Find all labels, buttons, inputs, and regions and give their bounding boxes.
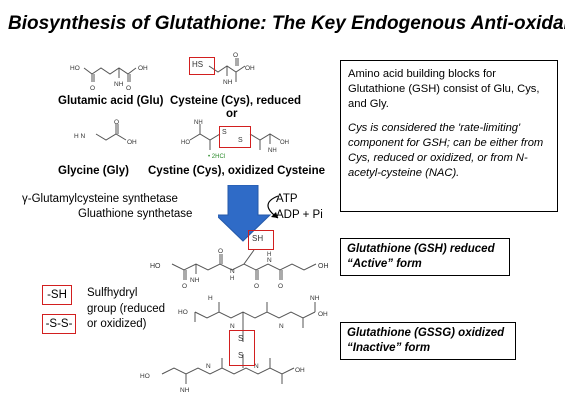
- cysteine-label: Cysteine (Cys), reduced: [170, 95, 302, 107]
- svg-text:O: O: [90, 85, 95, 92]
- svg-text:NH: NH: [114, 81, 124, 88]
- svg-text:OH: OH: [127, 139, 137, 146]
- svg-text:N: N: [254, 363, 259, 370]
- svg-text:NH: NH: [194, 120, 203, 126]
- enzyme-1-label: γ-Glutamylcysteine synthetase: [22, 193, 178, 205]
- svg-text:NH: NH: [190, 277, 200, 284]
- cystine-label: Cystine (Cys), oxidized Cysteine: [148, 165, 326, 177]
- info-paragraph-1: Amino acid building blocks for Glutathio…: [348, 68, 540, 110]
- cysteine-structure: O OH NH: [208, 52, 255, 86]
- gsh-structure: HO O O O O N H N H NH OH: [150, 248, 329, 290]
- svg-text:O: O: [233, 52, 238, 59]
- svg-text:NH: NH: [310, 295, 320, 302]
- gssg-form-line-2: “Inactive” form: [347, 341, 431, 354]
- gssg-s1-atom-label: S: [238, 334, 244, 343]
- atp-label: ATP: [276, 193, 298, 205]
- gssg-s2-atom-label: S: [238, 351, 244, 360]
- enzyme-2-label: Gluathione synthetase: [78, 208, 193, 220]
- svg-text:O: O: [218, 248, 223, 255]
- svg-text:O: O: [278, 283, 283, 290]
- legend-description: Sulfhydryl group (reduced or oxidized): [87, 287, 165, 331]
- svg-text:HO: HO: [150, 263, 161, 270]
- svg-text:OH: OH: [245, 65, 255, 72]
- svg-text:O: O: [254, 283, 259, 290]
- info-paragraph-2: Cys is considered the 'rate-limiting' co…: [348, 122, 544, 179]
- svg-text:NH: NH: [268, 148, 277, 154]
- sh-legend-box: -SH: [42, 285, 72, 305]
- svg-text:• 2HCl: • 2HCl: [208, 154, 225, 160]
- svg-text:O: O: [126, 85, 131, 92]
- gsh-form-box: Glutathione (GSH) reduced “Active” form: [340, 238, 510, 276]
- info-box: Amino acid building blocks for Glutathio…: [340, 60, 558, 212]
- ss-legend-box: -S-S-: [42, 314, 76, 334]
- svg-text:H: H: [230, 276, 234, 282]
- gsh-sh-atom-label: SH: [252, 234, 264, 243]
- gsh-form-line-1: Glutathione (GSH) reduced: [347, 243, 495, 255]
- glycine-label: Glycine (Gly): [58, 165, 129, 177]
- svg-text:O: O: [114, 119, 119, 126]
- svg-text:HO: HO: [70, 65, 80, 72]
- gsh-form-line-2: “Active” form: [347, 257, 422, 270]
- disulfide-s2-label: S: [238, 137, 243, 144]
- hs-atom-label: HS: [192, 60, 204, 69]
- svg-text:N: N: [206, 363, 211, 370]
- svg-text:N: N: [230, 268, 235, 275]
- svg-text:OH: OH: [280, 140, 289, 146]
- page-title: Biosynthesis of Glutathione: The Key End…: [8, 13, 565, 34]
- svg-text:OH: OH: [295, 367, 305, 374]
- atp-curved-arrow-icon: [267, 195, 279, 219]
- glycine-structure: H N O OH: [74, 119, 137, 146]
- gssg-form-line-1: Glutathione (GSSG) oxidized: [347, 327, 505, 339]
- gssg-form-box: Glutathione (GSSG) oxidized “Inactive” f…: [340, 322, 516, 360]
- svg-text:OH: OH: [318, 311, 328, 318]
- svg-text:H: H: [208, 295, 213, 302]
- svg-text:H N: H N: [74, 133, 86, 140]
- svg-text:HO: HO: [178, 309, 188, 316]
- or-label: or: [226, 108, 238, 120]
- svg-text:NH: NH: [180, 387, 190, 394]
- thiol-highlight-box: [189, 57, 215, 75]
- cystine-structure: NH NH HO OH • 2HCl: [181, 120, 289, 160]
- gssg-structure: HO H N N NH OH HO NH N N OH: [140, 295, 328, 394]
- svg-text:OH: OH: [138, 65, 148, 72]
- svg-text:O: O: [182, 283, 187, 290]
- svg-text:N: N: [279, 323, 284, 330]
- svg-text:HO: HO: [181, 140, 190, 146]
- svg-text:H: H: [267, 252, 271, 258]
- synthesis-arrow-icon: [218, 185, 272, 242]
- svg-text:NH: NH: [223, 79, 233, 86]
- disulfide-highlight-box: [219, 126, 251, 148]
- svg-text:N: N: [230, 323, 235, 330]
- svg-text:HO: HO: [140, 373, 150, 380]
- glutamic-acid-label: Glutamic acid (Glu): [58, 95, 164, 107]
- svg-text:OH: OH: [318, 263, 329, 270]
- adp-label: ADP + Pi: [276, 209, 323, 221]
- gsh-thiol-highlight-box: [248, 230, 274, 250]
- svg-text:N: N: [267, 257, 272, 264]
- glutamic-acid-structure: HO OH O O NH: [70, 65, 148, 92]
- gssg-disulfide-highlight-box: [229, 330, 255, 366]
- disulfide-s1-label: S: [222, 129, 227, 136]
